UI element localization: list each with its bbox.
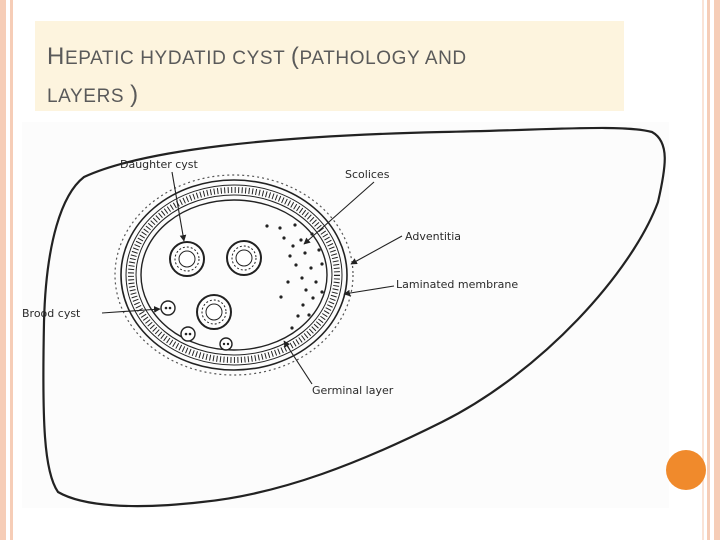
germinal-layer-outer (135, 194, 333, 356)
brood-cysts (160, 300, 233, 351)
arrow-scolices (303, 181, 375, 245)
daughter-cyst-3 (196, 294, 232, 330)
right-border-strip (714, 0, 720, 540)
laminated-membrane-hatching (128, 187, 340, 363)
daughter-cyst-1 (169, 241, 205, 277)
adventitia-layer (120, 179, 348, 371)
label-germinal-layer: Germinal layer (312, 384, 394, 397)
title-box: HEPATIC HYDATID CYST (PATHOLOGY AND LAYER… (35, 21, 624, 111)
diagram-svg: Daughter cyst Scolices Adventitia Lamina… (22, 126, 666, 508)
left-border-line (10, 0, 13, 540)
arrow-brood-cyst (101, 306, 161, 314)
cyst-wall (114, 174, 354, 376)
right-border-thin-line (702, 0, 704, 540)
label-brood-cyst: Brood cyst (22, 307, 81, 320)
slide-title: HEPATIC HYDATID CYST (PATHOLOGY AND LAYER… (47, 39, 614, 115)
arrow-laminated-membrane (343, 285, 395, 297)
title-text-1: EPATIC HYDATID CYST (64, 48, 291, 69)
title-initial-1: H (47, 43, 65, 70)
accent-circle (666, 450, 706, 490)
label-daughter-cyst: Daughter cyst (120, 158, 199, 171)
laminated-membrane-outer (125, 184, 343, 366)
label-adventitia: Adventitia (405, 230, 461, 243)
leader-lines (101, 171, 403, 385)
title-close-paren: ) (130, 81, 139, 108)
left-border-strip (0, 0, 6, 540)
arrow-adventitia (350, 235, 403, 265)
right-border-line (707, 0, 710, 540)
scolices-dots (265, 223, 324, 330)
arrow-daughter-cyst (171, 171, 187, 242)
liver-outline (42, 126, 666, 508)
label-laminated-membrane: Laminated membrane (396, 278, 518, 291)
title-text-2: PATHOLOGY AND (299, 48, 467, 69)
hydatid-cyst-diagram: Daughter cyst Scolices Adventitia Lamina… (22, 122, 669, 508)
title-initial-2: ( (290, 43, 300, 70)
arrow-germinal-layer (283, 340, 313, 385)
adventitia-outer-dotted (114, 174, 354, 376)
title-line-2: LAYERS (47, 86, 131, 107)
daughter-cyst-2 (226, 240, 262, 276)
label-scolices: Scolices (345, 168, 390, 181)
germinal-layer-inner (140, 199, 328, 351)
